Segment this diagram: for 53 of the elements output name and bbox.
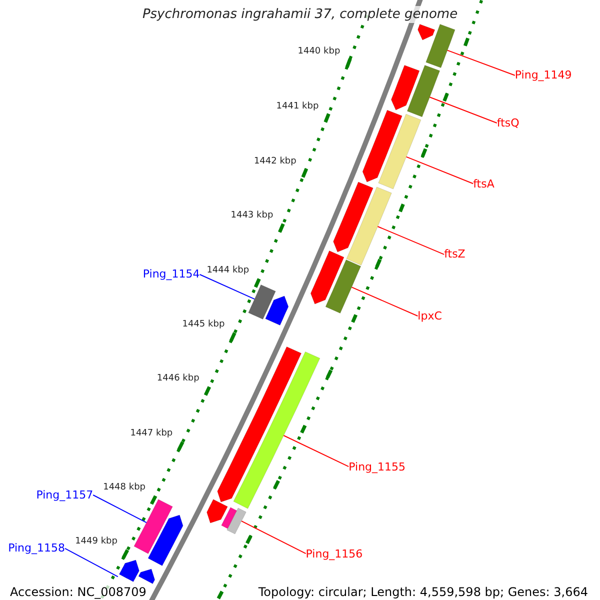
gene-block [426, 24, 456, 68]
gene-block [325, 260, 362, 314]
gene-label: ftsZ [444, 248, 466, 260]
gene-block [221, 507, 238, 529]
scale-label: 1441 kbp [276, 102, 319, 112]
leader-line [64, 548, 118, 578]
gene-block [378, 114, 422, 190]
gene-block [226, 508, 246, 534]
gene-block [118, 560, 140, 582]
gene-block [138, 568, 156, 584]
gene-block [248, 284, 276, 320]
leader-line [429, 96, 498, 124]
gene-block [148, 514, 184, 566]
gene-label: lpxC [418, 310, 442, 322]
gene-block [406, 64, 440, 118]
gene-label: Ping_1149 [514, 70, 572, 81]
gene-block [206, 499, 228, 524]
gene-block [362, 110, 402, 182]
gene-label: Ping_1157 [36, 489, 94, 500]
gene-block [233, 351, 320, 509]
scale-label: 1444 kbp [206, 266, 250, 276]
scale-label: 1445 kbp [182, 320, 225, 330]
gene-block [390, 64, 420, 110]
gene-block [134, 499, 173, 554]
scale-label: 1449 kbp [75, 537, 118, 546]
scale-label: 1446 kbp [156, 374, 200, 384]
scale-label: 1442 kbp [254, 157, 296, 166]
gene-label: Ping_1156 [306, 548, 363, 560]
leader-line [377, 226, 445, 255]
gene-label: Ping_1158 [8, 542, 65, 554]
gene-label: ftsQ [496, 117, 520, 128]
gene-block [418, 24, 436, 40]
scale-label: 1448 kbp [103, 483, 146, 492]
scale-label: 1447 kbp [130, 430, 173, 438]
gene-block [346, 186, 392, 266]
gene-label: Ping_1155 [348, 461, 406, 472]
gene-block [310, 250, 344, 304]
leader-line [351, 286, 418, 316]
scale-label: 1443 kbp [230, 212, 274, 221]
leader-line [446, 50, 516, 76]
gene-label: ftsA [473, 178, 494, 190]
leader-line [92, 494, 147, 524]
gene-label: Ping_1154 [142, 268, 200, 280]
leader-line [241, 520, 306, 554]
gene-block [217, 346, 302, 502]
info-text: Topology: circular; Length: 4,559,598 bp; Genes: 3,664 [256, 584, 590, 600]
leader-line [199, 274, 255, 300]
leader-line [283, 435, 350, 468]
info-text: Accession: NC_008709 [8, 584, 148, 600]
gene-block [333, 182, 374, 252]
leader-line [406, 156, 474, 184]
gene-block [265, 296, 289, 326]
scale-label: 1440 kbp [298, 47, 340, 56]
